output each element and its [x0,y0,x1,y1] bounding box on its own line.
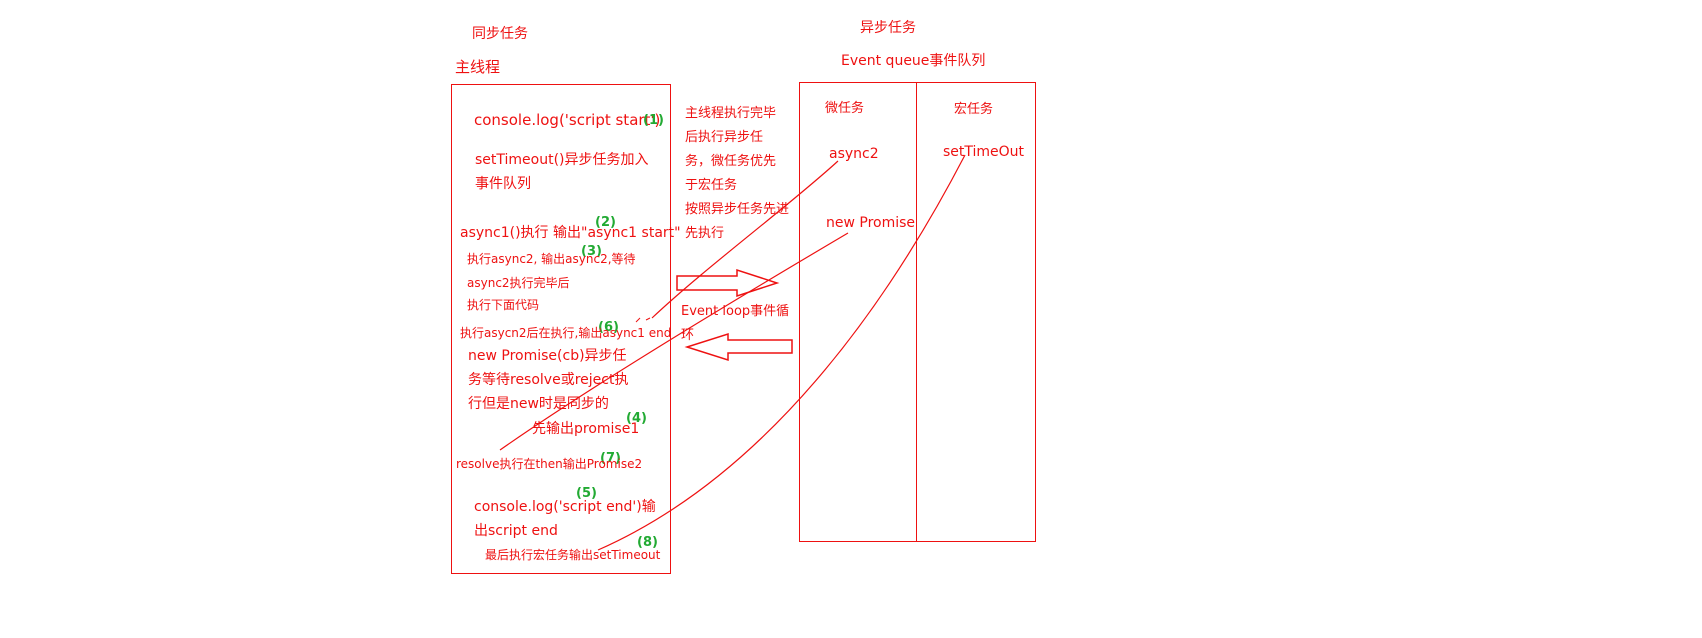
step-resolve-then: resolve执行在then输出Promise2 [456,457,643,471]
tick-mark-1 [635,317,641,323]
macro-task-label: 宏任务 [954,102,994,117]
event-loop-line1: Event loop事件循 [681,304,790,319]
note-line-4: 于宏任务 [685,178,738,193]
event-queue-label: Event queue事件队列 [841,53,986,69]
step-number-1: (1) [643,113,664,128]
macro-item-settimeout: setTimeOut [943,144,1025,160]
step-promise-line1: new Promise(cb)异步任 [468,348,627,364]
step-promise-line2: 务等待resolve或reject执 [468,372,629,388]
step-settimeout-line2: 事件队列 [475,176,531,192]
connector-settimeout-to-last [597,154,966,551]
step-number-8: (8) [637,535,658,550]
arrow-event-loop-back [684,332,793,362]
arrow-to-queue [676,268,780,298]
note-line-2: 后执行异步任 [685,130,764,145]
step-promise-output: 先输出promise1 [532,421,640,437]
step-number-4: (4) [626,411,647,426]
connector-async2-to-async1-end [651,160,839,319]
queue-divider [916,82,917,542]
event-queue-box [799,82,1036,542]
async-title: 异步任务 [860,20,916,36]
step-number-5: (5) [576,486,597,501]
step-async2-line2: async2执行完毕后 [467,276,570,290]
step-number-7: (7) [600,451,621,466]
note-line-3: 务，微任务优先 [685,154,777,169]
step-number-3: (3) [581,244,602,259]
step-console-start: console.log('script start') [474,111,661,129]
step-settimeout-line1: setTimeout()异步任务加入 [475,152,649,168]
micro-item-new-promise: new Promise [826,215,916,231]
note-line-5: 按照异步任务先进 [685,202,790,217]
step-console-end-line2: 出script end [474,523,558,539]
step-number-2: (2) [595,215,616,230]
connector-promise-to-then [499,232,849,451]
step-async2-line3: 执行下面代码 [467,298,540,312]
main-thread-box [451,84,671,574]
main-thread-label: 主线程 [455,58,501,76]
step-promise-line3: 行但是new时是同步的 [468,396,609,412]
note-line-6: 先执行 [685,226,725,241]
step-async1-exec: async1()执行 输出"async1 start" [460,225,681,241]
sync-title: 同步任务 [472,26,528,42]
step-async2-line1: 执行async2, 输出async2,等待 [467,252,636,266]
step-console-end-line1: console.log('script end')输 [474,499,656,515]
note-line-1: 主线程执行完毕 [685,106,777,121]
step-async1-end: 执行asycn2后在执行,输出async1 end [460,326,672,340]
tick-mark-2 [645,317,651,321]
step-last-macro: 最后执行宏任务输出setTimeout [485,548,661,562]
step-number-6: (6) [598,320,619,335]
micro-task-label: 微任务 [825,101,865,116]
micro-item-async2: async2 [829,146,879,162]
